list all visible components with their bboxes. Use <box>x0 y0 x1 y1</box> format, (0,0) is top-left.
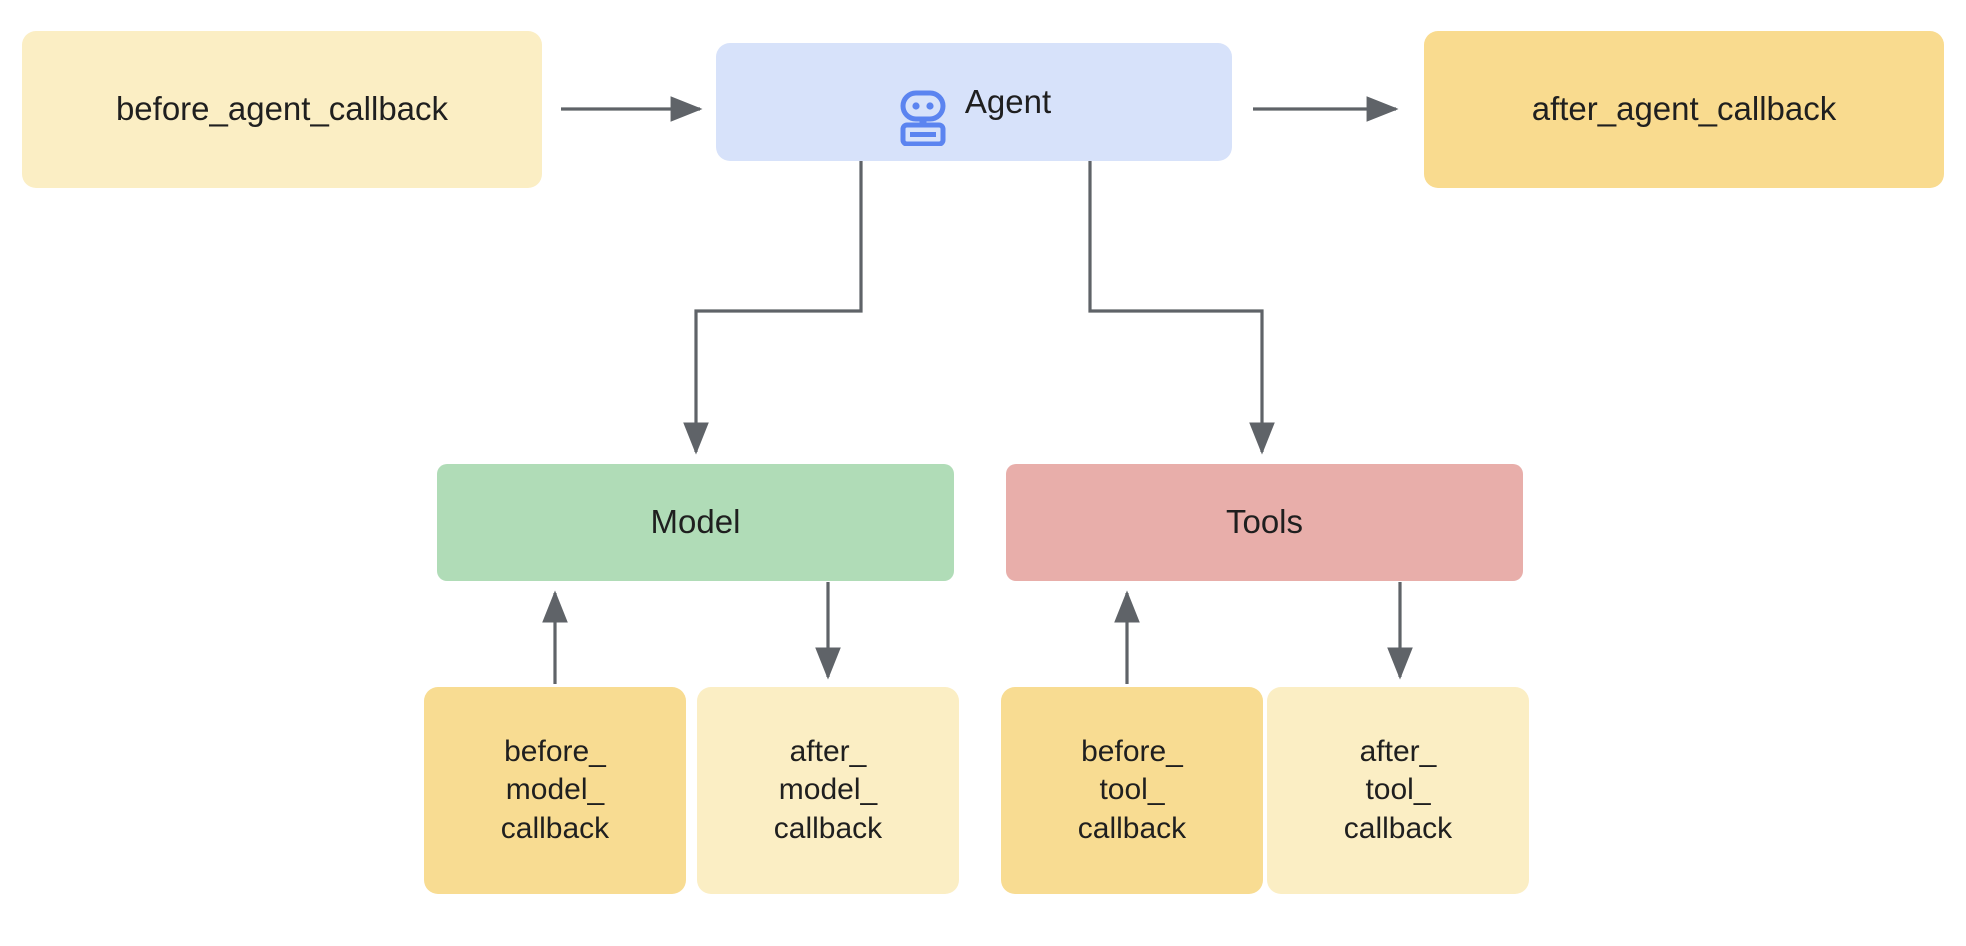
node-before-model-callback[interactable]: before_ model_ callback <box>424 687 686 894</box>
node-before-tool-callback[interactable]: before_ tool_ callback <box>1001 687 1263 894</box>
node-before-model-callback-label: before_ model_ callback <box>500 734 610 845</box>
node-agent-label: Agent <box>964 82 1052 120</box>
robot-icon <box>897 48 949 156</box>
node-after-tool-callback-label: after_ tool_ callback <box>1343 734 1453 845</box>
node-after-agent-callback[interactable]: after_agent_callback <box>1424 31 1944 188</box>
node-before-agent-callback-label: before_agent_callback <box>115 90 449 128</box>
node-tools-label: Tools <box>1225 503 1304 541</box>
node-before-tool-callback-label: before_ tool_ callback <box>1077 734 1187 845</box>
node-after-agent-callback-label: after_agent_callback <box>1531 90 1837 128</box>
node-tools[interactable]: Tools <box>1006 464 1523 581</box>
node-before-agent-callback[interactable]: before_agent_callback <box>22 31 542 188</box>
edge-agent-to-model <box>683 161 863 455</box>
edge-agent-to-tools <box>1088 161 1275 455</box>
node-after-tool-callback[interactable]: after_ tool_ callback <box>1267 687 1529 894</box>
agent-content: Agent <box>897 48 1051 156</box>
node-after-model-callback-label: after_ model_ callback <box>773 734 883 845</box>
node-model[interactable]: Model <box>437 464 954 581</box>
node-after-model-callback[interactable]: after_ model_ callback <box>697 687 959 894</box>
node-model-label: Model <box>650 503 741 541</box>
node-agent[interactable]: Agent <box>716 43 1232 161</box>
